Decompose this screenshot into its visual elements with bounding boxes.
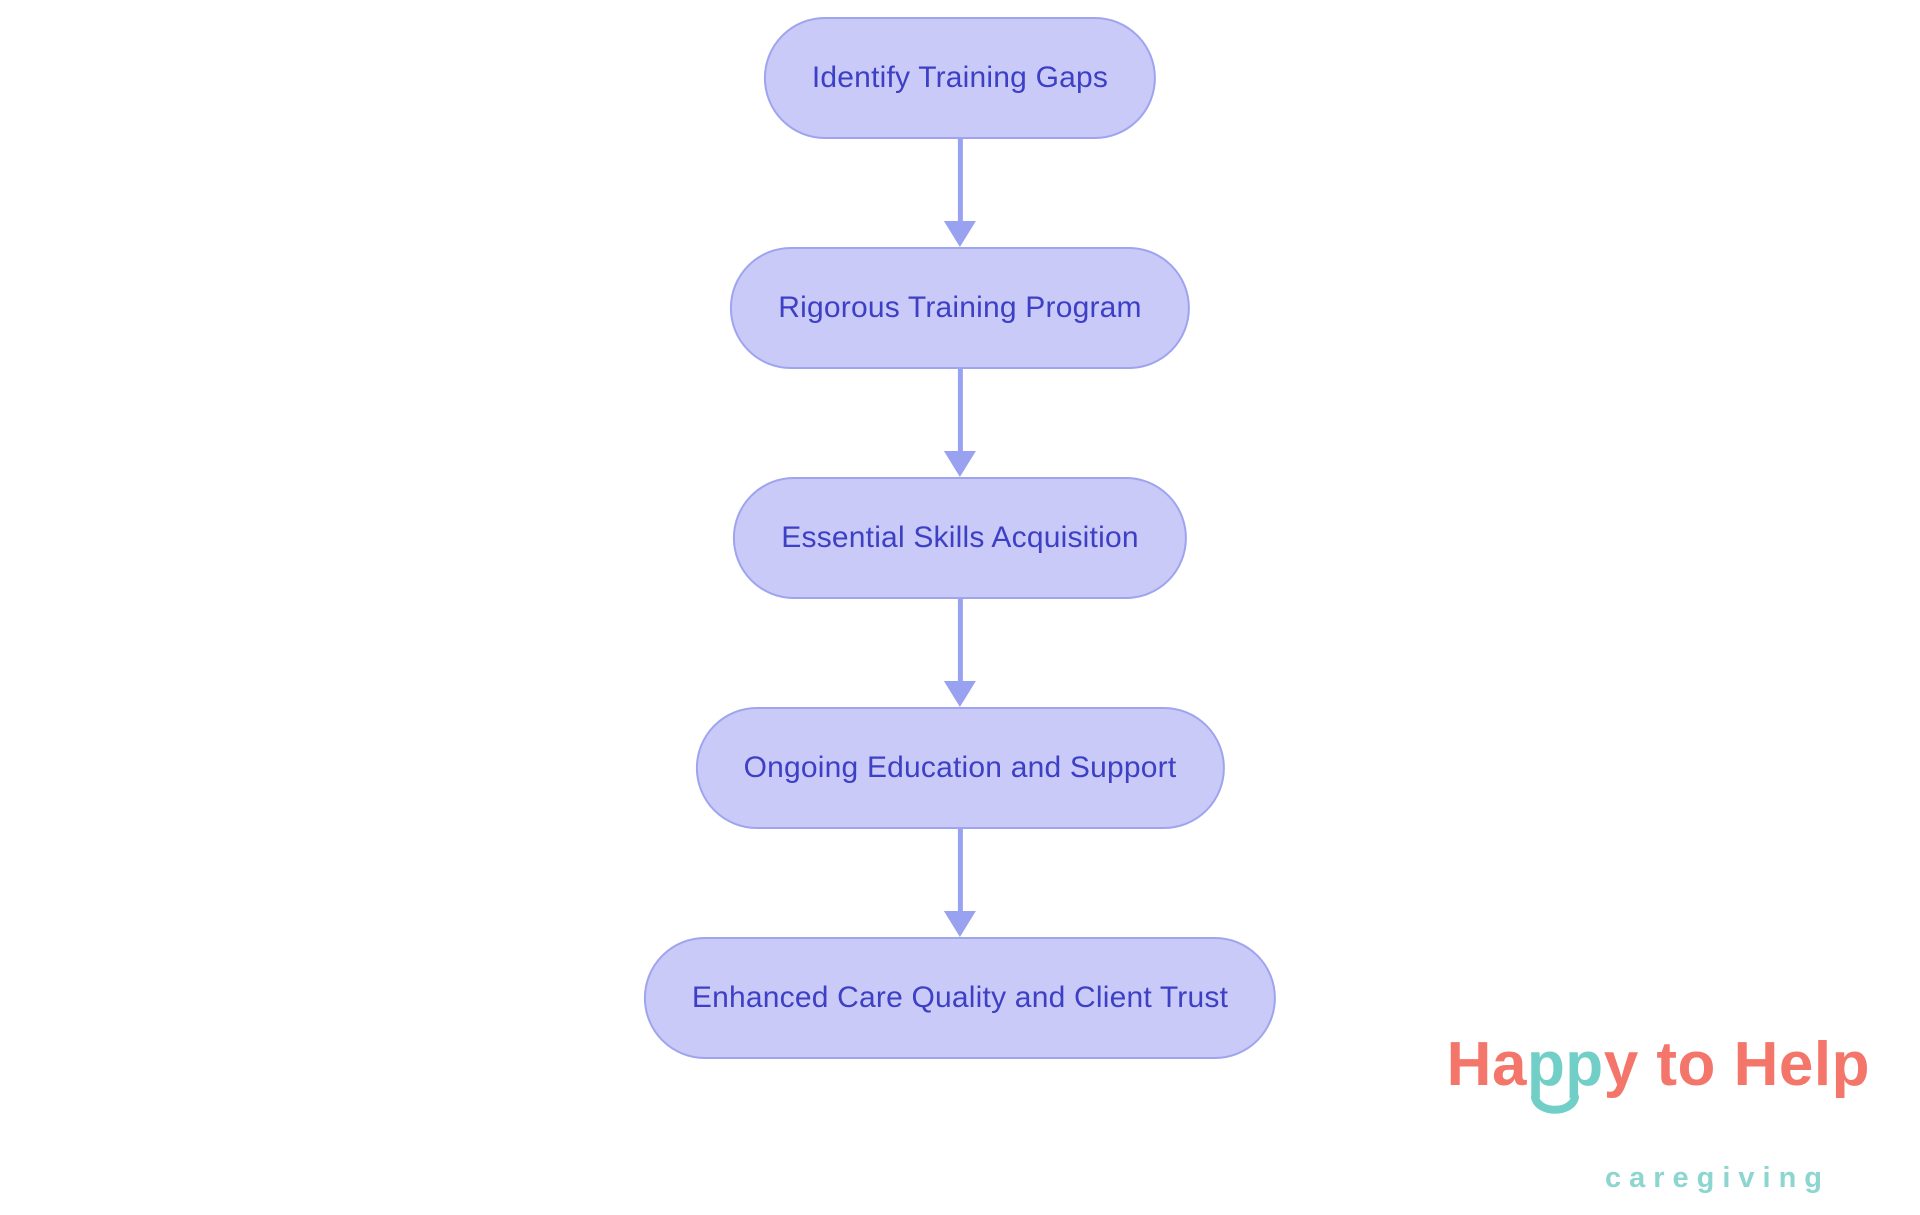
arrow-shaft [957,599,963,681]
flow-arrow-2 [944,369,976,477]
flow-arrow-1 [944,139,976,247]
arrow-shaft [957,369,963,451]
logo-text-pp: pp [1527,1034,1604,1114]
flow-arrow-3 [944,599,976,707]
flowchart: Identify Training Gaps Rigorous Training… [643,17,1277,1059]
flow-arrow-4 [944,829,976,937]
arrow-shaft [957,829,963,911]
arrow-down-icon [944,221,976,247]
flow-node-label: Rigorous Training Program [778,291,1142,324]
arrow-down-icon [944,681,976,707]
flow-node-ongoing-education-and-support: Ongoing Education and Support [695,707,1225,829]
arrow-down-icon [944,911,976,937]
flow-node-label: Enhanced Care Quality and Client Trust [691,981,1229,1014]
logo-text-pp-letters: pp [1526,1030,1604,1099]
smile-icon [1530,1093,1579,1114]
flow-node-label: Ongoing Education and Support [743,751,1177,784]
logo-text-ha: Ha [1446,1030,1527,1099]
flow-node-identify-training-gaps: Identify Training Gaps [763,17,1157,139]
logo-text-y-to-help: y to Help [1603,1030,1870,1099]
flow-node-label: Identify Training Gaps [811,61,1109,94]
logo-tagline: caregiving [1604,1162,1830,1194]
flow-node-enhanced-care-quality-and-client-trust: Enhanced Care Quality and Client Trust [643,937,1277,1059]
arrow-down-icon [944,451,976,477]
flow-node-label: Essential Skills Acquisition [781,521,1139,554]
flow-node-essential-skills-acquisition: Essential Skills Acquisition [733,477,1187,599]
flow-node-rigorous-training-program: Rigorous Training Program [730,247,1190,369]
arrow-shaft [957,139,963,221]
